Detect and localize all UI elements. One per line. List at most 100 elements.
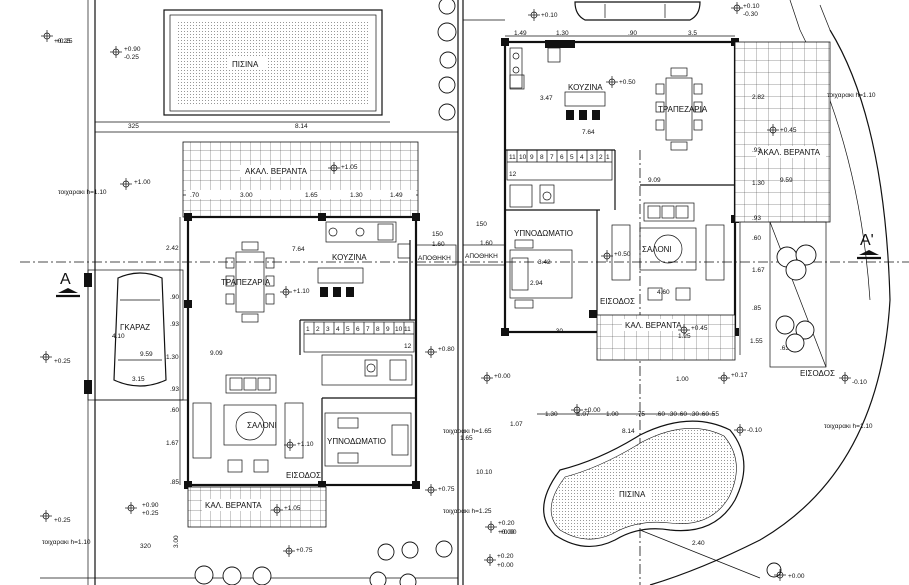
level-mark: +1.00 [120, 178, 151, 190]
tree [795, 244, 817, 266]
wall-notes: τοιχαρακι h=1.10 τοιχαρακι h=1.10 τοιχαρ… [42, 92, 876, 546]
svg-text:-0.30: -0.30 [743, 11, 758, 18]
left-veranda-top-label: ΑΚΑΛ. ΒΕΡΑΝΤΑ [245, 167, 308, 176]
level-mark: +0.20+0.00 [485, 520, 515, 536]
rdim-130b: 1.30 [752, 180, 765, 187]
right-dining-label: ΤΡΑΠΕΖΑΡΙΑ [658, 105, 708, 114]
chain-1: 1.30 [545, 411, 558, 418]
left-pool-dims: 325 8.14 [95, 121, 390, 130]
dim-764-left: 7.64 [292, 246, 305, 253]
wall-note: τοιχαρακι h=1.10 [58, 189, 107, 196]
left-step-12: 12 [404, 343, 412, 350]
tree [401, 541, 419, 559]
rdim-909: 9.09 [648, 177, 661, 184]
dim-325: 325 [128, 123, 139, 130]
level-mark: +0.10-0.30 [731, 2, 760, 18]
tree [194, 565, 214, 585]
right-entrance-label: ΕΙΣΟΔΟΣ [600, 297, 635, 306]
dim-959-left: 9.59 [140, 351, 153, 358]
level-mark: +0.10 [528, 9, 558, 21]
svg-text:+0.00: +0.00 [498, 529, 515, 536]
wall-note: τοιχαρακι h=1.65 [443, 428, 492, 435]
dim-410: 4.10 [112, 333, 125, 340]
dim-814: 8.14 [295, 123, 308, 130]
tree [438, 76, 456, 94]
level-mark: +0.45 [678, 324, 708, 336]
right-step-10: 10 [519, 154, 527, 161]
wall-note: τοιχαρακι h=1.10 [827, 92, 876, 99]
right-veranda-top: ΑΚΑΛ. ΒΕΡΑΝΤΑ 2.82 .93 1.30 9.59 [734, 41, 831, 223]
svg-text:-0.10: -0.10 [747, 427, 762, 434]
svg-text:+0.25: +0.25 [142, 510, 159, 517]
svg-text:+1.00: +1.00 [134, 179, 151, 186]
chain-7: .60 [678, 411, 687, 418]
rdim-30: .30 [554, 328, 563, 335]
right-step-12: 12 [509, 171, 517, 178]
dim-320: 320 [140, 543, 151, 550]
right-stairs: 11 10 9 8 7 6 5 4 3 2 1 12 [506, 149, 613, 208]
dim-167: 1.67 [166, 440, 179, 447]
svg-text:+1.10: +1.10 [293, 288, 310, 295]
rdim-35: 3.5 [688, 30, 697, 37]
section-mark-a-prime: A' [860, 232, 874, 249]
right-kitchen-label: ΚΟΥΖΙΝΑ [568, 83, 603, 92]
rdim-460: 4.60 [657, 289, 670, 296]
right-storage: ΑΠΟΘΗΚΗ 150 1.60 [462, 221, 506, 266]
dim-130b: 1.30 [166, 354, 179, 361]
dim-300: 3.00 [240, 192, 253, 199]
right-step-3: 3 [590, 154, 594, 161]
tree [377, 543, 395, 561]
dim-60: .60 [170, 407, 179, 414]
dim-165: 1.65 [305, 192, 318, 199]
level-mark: +0.80 [425, 346, 455, 358]
svg-text:+0.25: +0.25 [54, 358, 71, 365]
level-mark: +0.90-0.25 [110, 46, 141, 61]
level-mark: +0.50 [601, 250, 631, 262]
svg-text:+0.45: +0.45 [780, 127, 797, 134]
tree [369, 571, 387, 585]
tree [252, 566, 272, 585]
svg-text:-0.25: -0.25 [124, 54, 139, 61]
rdim-93b: .93 [752, 215, 761, 222]
left-veranda-bottom-label: ΚΑΛ. ΒΕΡΑΝΤΑ [205, 501, 262, 510]
rdim-814: 8.14 [622, 428, 635, 435]
svg-text:+0.80: +0.80 [438, 346, 455, 353]
tree [438, 0, 456, 15]
right-step-1: 1 [606, 154, 610, 161]
left-dining: ΤΡΑΠΕΖΑΡΙΑ [221, 241, 275, 323]
left-storage: ΑΠΟΘΗΚΗ 150 1.60 [415, 231, 457, 266]
level-mark: +1.05 [271, 504, 301, 516]
svg-text:+0.75: +0.75 [438, 486, 455, 493]
left-storage-label: ΑΠΟΘΗΚΗ [418, 255, 451, 262]
tree [439, 51, 457, 69]
level-mark: +1.05 [328, 162, 358, 174]
level-text: +0.00 [500, 529, 517, 536]
left-dining-label: ΤΡΑΠΕΖΑΡΙΑ [221, 278, 271, 287]
svg-text:+0.25: +0.25 [54, 517, 71, 524]
left-entrance-label: ΕΙΣΟΔΟΣ [286, 471, 321, 480]
svg-text:+1.05: +1.05 [284, 505, 301, 512]
top-car [574, 1, 701, 21]
level-mark: -0.10 [839, 372, 867, 386]
left-step-8: 8 [376, 326, 380, 333]
svg-text:+1.10: +1.10 [297, 441, 314, 448]
right-step-9: 9 [530, 154, 534, 161]
chain-2: 1.07 [577, 411, 590, 418]
dim-93b: .93 [170, 386, 179, 393]
level-mark: +0.75 [425, 484, 455, 496]
rdim-63: .63 [780, 345, 789, 352]
rdim-959: 9.59 [780, 177, 793, 184]
right-veranda-bottom-label: ΚΑΛ. ΒΕΡΑΝΤΑ [625, 321, 682, 330]
right-step-7: 7 [550, 154, 554, 161]
chain-9: .60 [700, 411, 709, 418]
rdim-60: .60 [752, 235, 761, 242]
dim-150-left: 150 [432, 231, 443, 238]
rdim-90: .90 [628, 30, 637, 37]
rdim-165: 1.65 [460, 435, 473, 442]
svg-text:+0.00: +0.00 [584, 407, 601, 414]
svg-text:+0.00: +0.00 [788, 573, 805, 580]
right-bedroom-label: ΥΠΝΟΔΩΜΑΤΙΟ [514, 229, 573, 238]
svg-text:+0.00: +0.00 [494, 373, 511, 380]
svg-text:+0.00: +0.00 [497, 562, 514, 569]
